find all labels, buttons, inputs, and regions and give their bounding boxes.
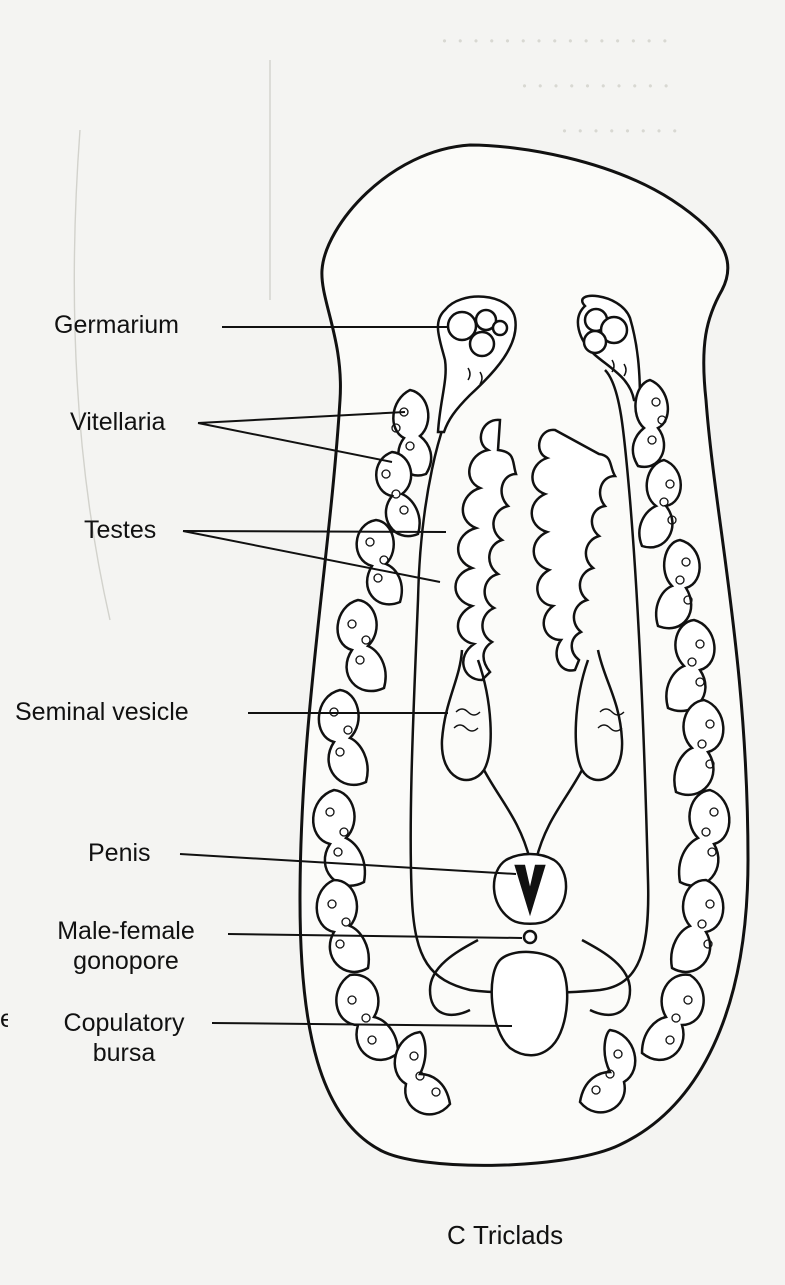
label-gonopore: Male-female gonopore xyxy=(36,916,216,976)
sperm-ducts xyxy=(440,649,624,861)
label-gonopore-line1: Male-female xyxy=(57,917,195,945)
label-vitellaria: Vitellaria xyxy=(70,408,166,436)
label-edge-fragment: e xyxy=(0,1005,8,1033)
germarium-left xyxy=(436,295,517,434)
testes-chains xyxy=(454,418,618,682)
caption-letter: C xyxy=(447,1220,466,1250)
label-gonopore-line2: gonopore xyxy=(73,947,179,975)
gonopore-bursa xyxy=(428,929,632,1057)
caption-text: Triclads xyxy=(473,1220,564,1250)
leader-lines xyxy=(179,326,523,1027)
svg-text:· · · · · · · · · ·: · · · · · · · · · · xyxy=(520,71,671,101)
label-penis: Penis xyxy=(88,839,151,867)
label-testes: Testes xyxy=(84,516,157,544)
label-copulatory-bursa: Copulatory bursa xyxy=(44,1008,204,1068)
germarium-right xyxy=(576,294,642,402)
label-bursa-line1: Copulatory xyxy=(63,1009,185,1037)
svg-text:· · · · · · · ·: · · · · · · · · xyxy=(560,116,679,146)
label-bursa-line2: bursa xyxy=(92,1039,156,1067)
vitellaria-cells xyxy=(325,397,719,1097)
penis-bulb xyxy=(492,852,568,925)
label-germarium: Germarium xyxy=(54,311,180,339)
svg-text:· · · · · · · · · · · · · · ·: · · · · · · · · · · · · · · · xyxy=(440,26,669,56)
label-seminal-vesicle: Seminal vesicle xyxy=(15,698,189,726)
seminal-squiggles xyxy=(453,708,625,732)
figure-caption: C Triclads xyxy=(447,1220,563,1250)
